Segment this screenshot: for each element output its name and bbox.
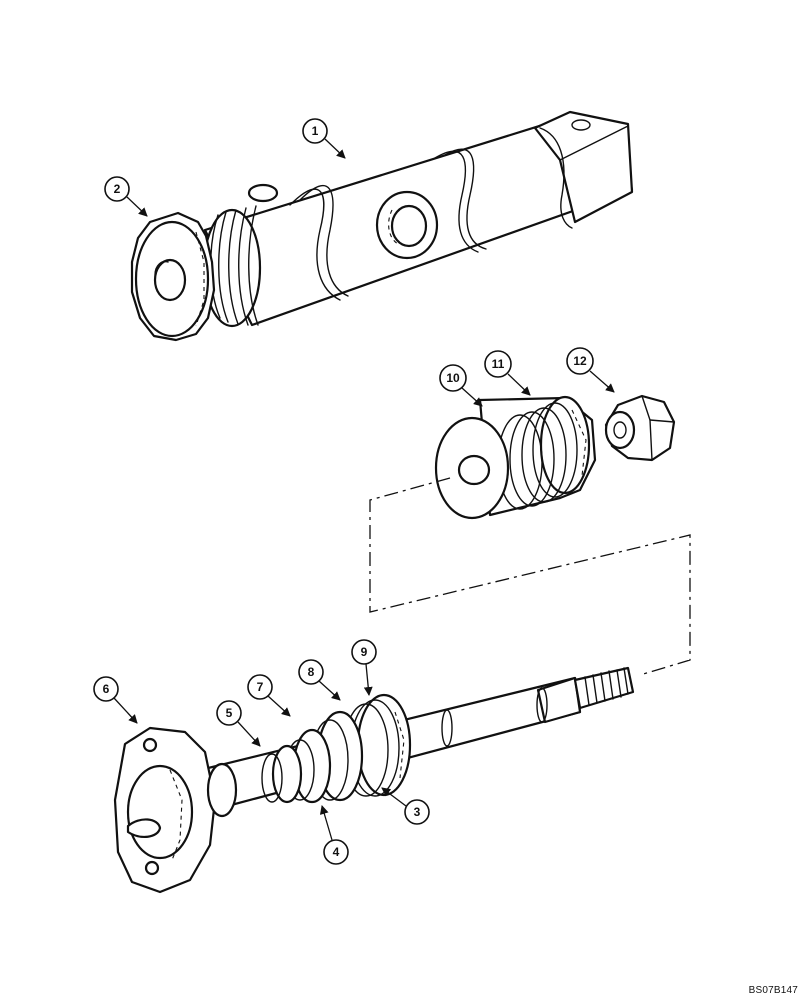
callout-9: 9 <box>351 639 377 696</box>
callout-11: 11 <box>484 350 531 396</box>
callout-6: 6 <box>93 676 138 724</box>
assembly-guide-line <box>369 477 691 676</box>
svg-text:2: 2 <box>114 182 121 196</box>
svg-text:9: 9 <box>361 645 368 659</box>
svg-text:10: 10 <box>446 371 460 385</box>
callout-5: 5 <box>216 700 261 747</box>
svg-text:7: 7 <box>257 680 264 694</box>
lock-nut <box>604 394 676 462</box>
piston-assembly <box>434 395 597 520</box>
rod-eye <box>113 726 238 894</box>
rod-seal-stack <box>261 693 412 804</box>
svg-text:1: 1 <box>312 124 319 138</box>
svg-text:3: 3 <box>414 805 421 819</box>
callout-7: 7 <box>247 674 291 717</box>
drawing-code: BS07B147 <box>748 985 798 996</box>
svg-text:8: 8 <box>308 665 315 679</box>
callout-4: 4 <box>319 805 349 865</box>
callout-3: 3 <box>381 787 430 825</box>
callout-10: 10 <box>439 364 483 407</box>
callout-2: 2 <box>104 176 148 217</box>
callout-1: 1 <box>302 118 346 159</box>
callout-8: 8 <box>298 659 341 701</box>
svg-text:11: 11 <box>492 357 505 371</box>
cylinder-body <box>202 110 634 328</box>
gland-nut <box>130 211 216 342</box>
svg-text:6: 6 <box>103 682 110 696</box>
callout-12: 12 <box>566 347 615 393</box>
svg-text:5: 5 <box>226 706 233 720</box>
svg-text:12: 12 <box>573 354 587 368</box>
svg-text:4: 4 <box>333 845 340 859</box>
